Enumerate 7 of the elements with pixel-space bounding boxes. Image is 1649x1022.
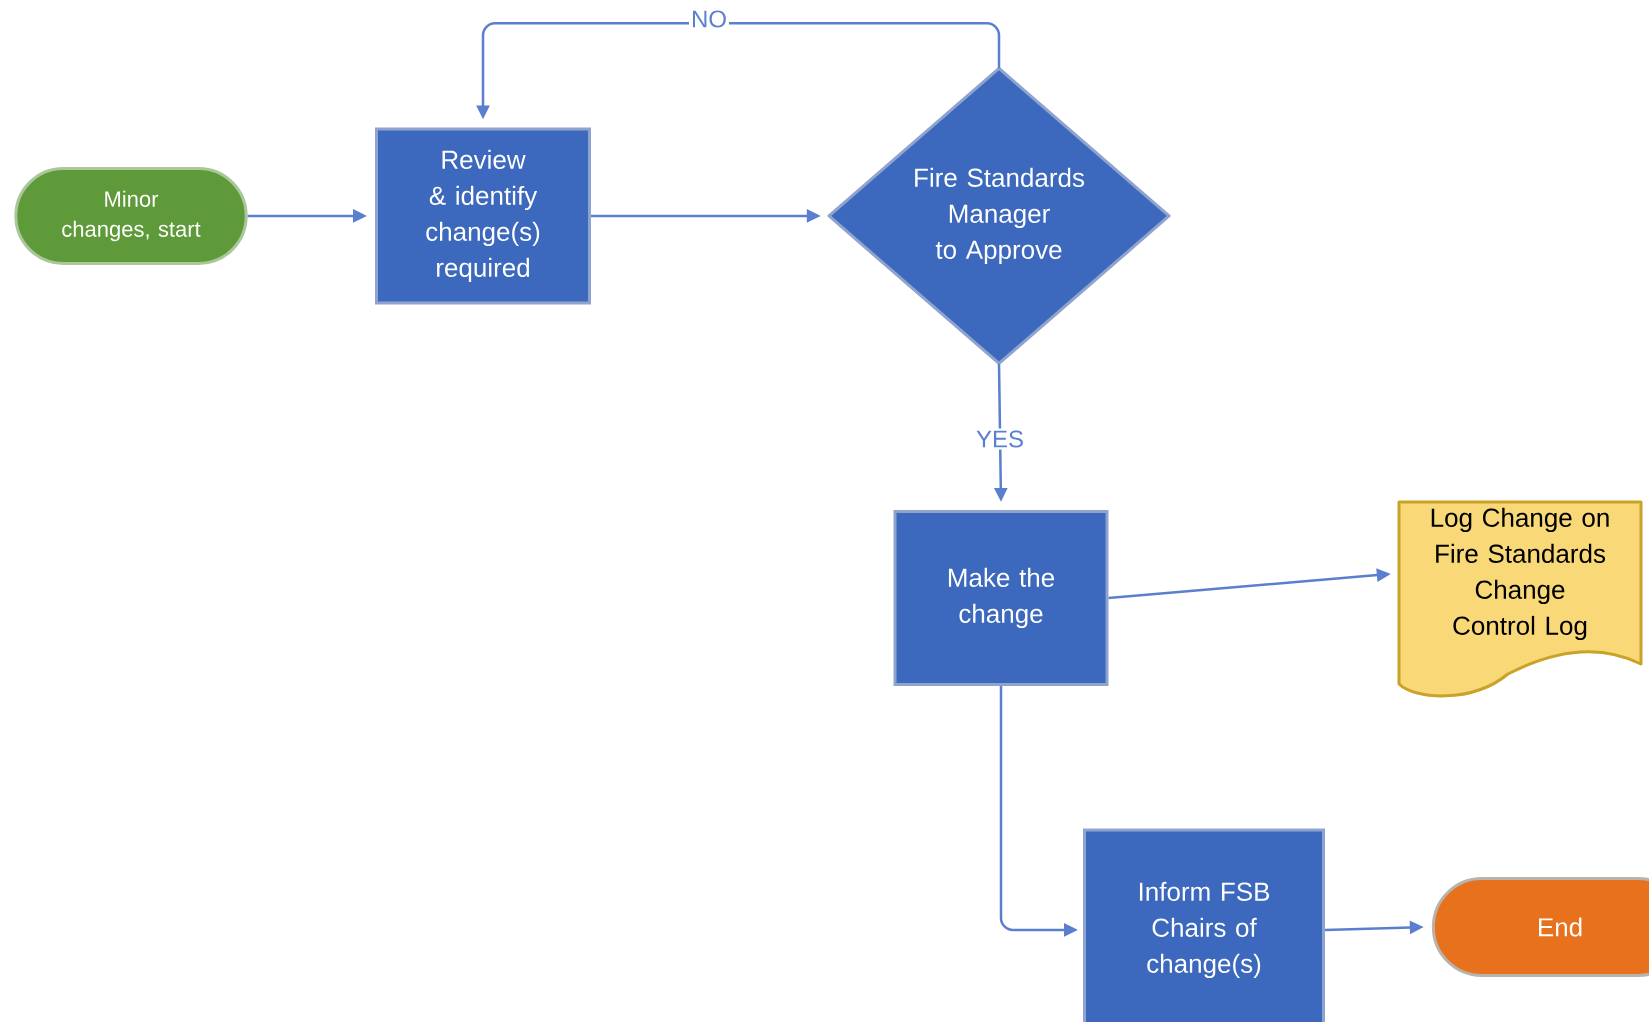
edge-label: YES [974, 428, 1026, 450]
process-box: Inform FSB Chairs of change(s) [1083, 828, 1325, 1022]
end-terminal: End [1431, 877, 1649, 977]
start-terminal: Minor changes, start [14, 167, 248, 265]
process-box: Make the change [893, 510, 1109, 686]
process-box: Review & identify change(s) required [375, 127, 591, 305]
edge-label: NO [689, 8, 729, 30]
